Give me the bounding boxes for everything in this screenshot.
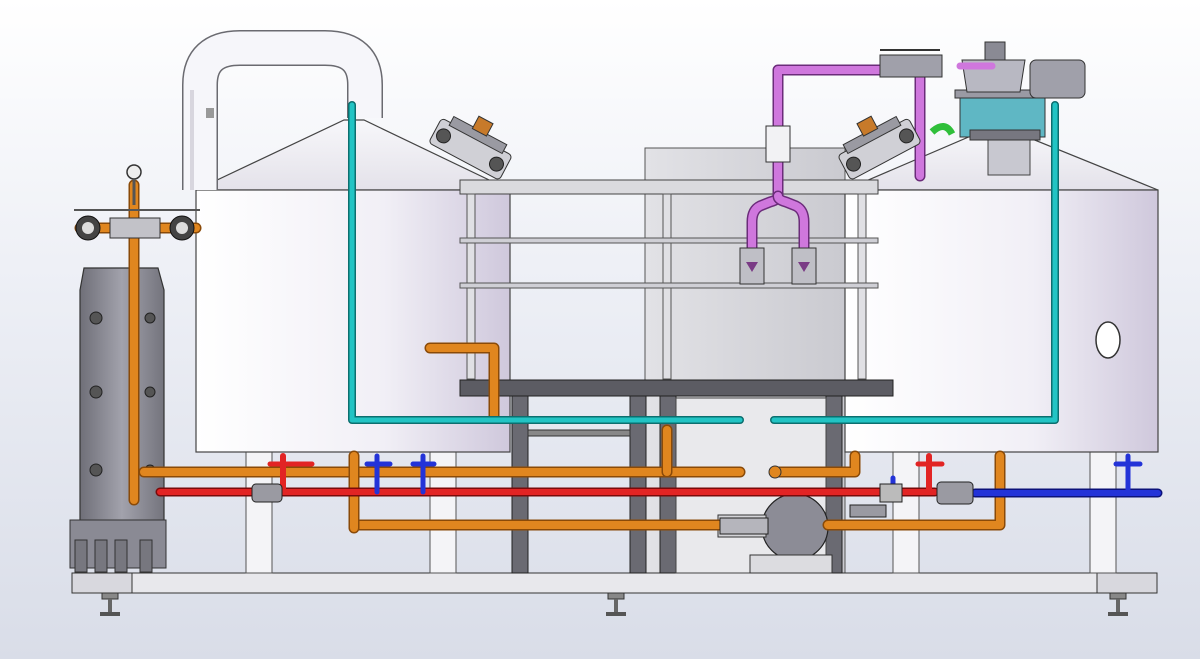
- red-pipework: [155, 453, 945, 497]
- foot-left: [101, 592, 119, 600]
- butterfly-valve-icon: [74, 164, 200, 241]
- green-elbow: [929, 123, 956, 136]
- manway-icon: [1095, 321, 1121, 359]
- sight-glass-lid-left: [429, 115, 512, 180]
- foot-right: [1109, 592, 1127, 600]
- blue-pipework: [364, 453, 1163, 498]
- sight-glass-lid-right: [838, 115, 921, 180]
- agitator-motor-icon: [954, 41, 1086, 176]
- kettle-whirlpool-tank: [844, 41, 1159, 453]
- line-valves: [251, 49, 974, 535]
- plate-heat-exchanger: [69, 267, 167, 573]
- cyan-pipework: [348, 101, 1059, 424]
- magenta-valves: [739, 247, 817, 285]
- base-frame: [71, 572, 1158, 616]
- sight-glass-icon: [765, 125, 791, 163]
- foot-middle: [607, 592, 625, 600]
- magenta-pipework: [746, 62, 996, 258]
